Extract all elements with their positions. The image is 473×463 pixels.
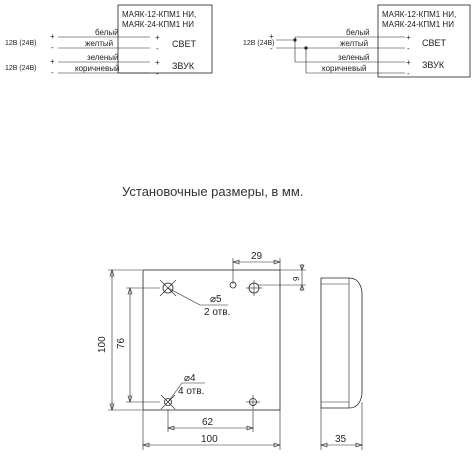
plus-sign-1-left: + <box>50 32 55 41</box>
supply-label-right: 12В (24В) <box>243 40 275 47</box>
minus-sign-1-left: - <box>51 43 54 52</box>
wire-label-yellow-left: желтый <box>85 39 113 48</box>
wiring-diagram-left: МАЯК-12-КПМ1 НИ, МАЯК-24-КПМ1 НИ СВЕТ ЗВ… <box>5 4 213 78</box>
dim-height-holes: 76 <box>116 337 127 349</box>
svet-label-left: СВЕТ <box>172 39 197 49</box>
side-view: 35 <box>320 277 363 450</box>
device-box-right <box>377 4 471 78</box>
minus-sign-2-left: - <box>51 68 54 77</box>
device-name-line1-left: МАЯК-12-КПМ1 НИ, <box>122 10 196 19</box>
device-box-left <box>117 4 213 74</box>
wire-label-brown-right: коричневый <box>322 64 366 73</box>
terminal-minus-2-right: - <box>407 69 410 78</box>
wire-label-yellow-right: желтый <box>340 39 368 48</box>
plus-sign-right: + <box>269 32 274 41</box>
dim-offset-side: 9 <box>292 276 301 281</box>
section-title: Установочные размеры, в мм. <box>122 184 303 199</box>
terminal-plus-2-left: + <box>155 58 160 67</box>
dim-offset-top: 29 <box>251 251 263 262</box>
supply-label-2-left: 12В (24В) <box>5 65 37 72</box>
junction-dot-1-right <box>293 38 297 42</box>
wire-label-white-left: белый <box>95 28 119 37</box>
hole-small-count: 4 отв. <box>178 386 204 397</box>
side-view-outline <box>320 277 363 409</box>
hole-small-diameter: ⌀4 <box>184 373 196 384</box>
terminal-minus-1-right: - <box>407 44 410 53</box>
plus-sign-2-left: + <box>50 57 55 66</box>
hole-large-count: 2 отв. <box>204 307 230 318</box>
front-view-outline <box>142 269 281 411</box>
dim-width-total: 100 <box>201 434 218 445</box>
wire-label-brown-left: коричневый <box>75 64 119 73</box>
dim-depth: 35 <box>335 434 347 445</box>
dim-height-total: 100 <box>97 336 108 353</box>
zvuk-label-left: ЗВУК <box>172 61 195 71</box>
junction-dot-2-right <box>304 46 308 50</box>
wire-label-green-left: зеленый <box>87 53 119 62</box>
terminal-plus-2-right: + <box>406 58 411 67</box>
supply-label-1-left: 12В (24В) <box>5 40 37 47</box>
wiring-diagram-right: МАЯК-12-КПМ1 НИ, МАЯК-24-КПМ1 НИ СВЕТ ЗВ… <box>243 4 471 78</box>
dim-width-holes: 62 <box>202 417 214 428</box>
small-hole-2 <box>164 398 172 406</box>
terminal-plus-1-left: + <box>155 33 160 42</box>
large-hole-1 <box>162 282 174 294</box>
minus-sign-right: - <box>270 44 273 53</box>
device-name-line1-right: МАЯК-12-КПМ1 НИ, <box>382 10 456 19</box>
wire-label-green-right: зеленый <box>338 53 370 62</box>
device-name-line2-right: МАЯК-24-КПМ1 НИ <box>382 20 454 29</box>
front-view: ⌀5 2 отв. ⌀4 4 отв. 100 76 62 100 <box>97 251 306 450</box>
terminal-minus-1-left: - <box>156 44 159 53</box>
terminal-plus-1-right: + <box>406 33 411 42</box>
hole-large-diameter: ⌀5 <box>210 294 222 305</box>
wire-label-white-right: белый <box>346 28 370 37</box>
zvuk-label-right: ЗВУК <box>422 60 445 70</box>
terminal-minus-2-left: - <box>156 69 159 78</box>
svet-label-right: СВЕТ <box>422 38 447 48</box>
device-name-line2-left: МАЯК-24-КПМ1 НИ <box>122 20 194 29</box>
